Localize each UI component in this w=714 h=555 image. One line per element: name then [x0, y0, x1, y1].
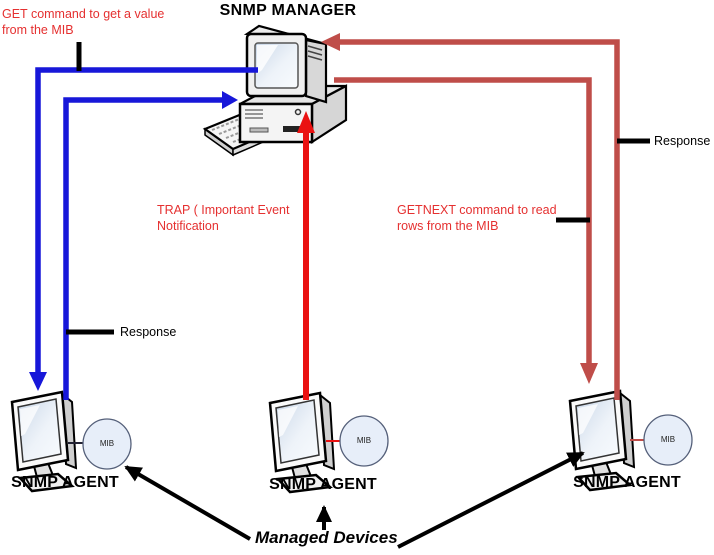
mib-right-icon	[630, 414, 693, 466]
mib-left-icon	[68, 418, 132, 470]
trap-label: TRAP ( Important Event Notification	[157, 203, 290, 233]
arrow-down-icon	[29, 372, 47, 391]
snmp-agent-left-label: SNMP AGENT	[11, 474, 119, 491]
response-right-label: Response	[654, 134, 711, 148]
arrow-down-icon	[580, 363, 598, 384]
mib-left-label: MIB	[99, 439, 115, 448]
snmp-manager-computer-icon	[202, 24, 348, 157]
trap-arrow	[297, 111, 315, 400]
snmp-manager-title: SNMP MANAGER	[219, 2, 357, 19]
mib-center-icon	[326, 415, 389, 467]
mib-center-label: MIB	[356, 436, 372, 445]
arrow-left-icon	[321, 33, 340, 51]
managed-devices-arrow-right	[397, 451, 585, 549]
getnext-label: GETNEXT command to read rows from the MI…	[397, 203, 557, 233]
arrow-right-icon	[222, 91, 238, 109]
managed-devices-label: Managed Devices	[255, 528, 398, 547]
response-left-label: Response	[120, 325, 177, 339]
getnext-command-arrow	[334, 77, 598, 384]
managed-devices-arrow-left	[124, 465, 252, 541]
crt-monitor-icon	[243, 24, 328, 104]
mib-right-label: MIB	[660, 435, 676, 444]
get-command-arrow	[29, 67, 258, 391]
arrow-up-icon	[297, 111, 315, 133]
response-right-arrow	[321, 33, 620, 400]
response-left-arrow	[63, 91, 238, 400]
snmp-agent-center-label: SNMP AGENT	[269, 476, 377, 493]
snmp-agent-right-label: SNMP AGENT	[573, 474, 681, 491]
get-command-label: GET command to get a value from the MIB	[2, 7, 165, 37]
